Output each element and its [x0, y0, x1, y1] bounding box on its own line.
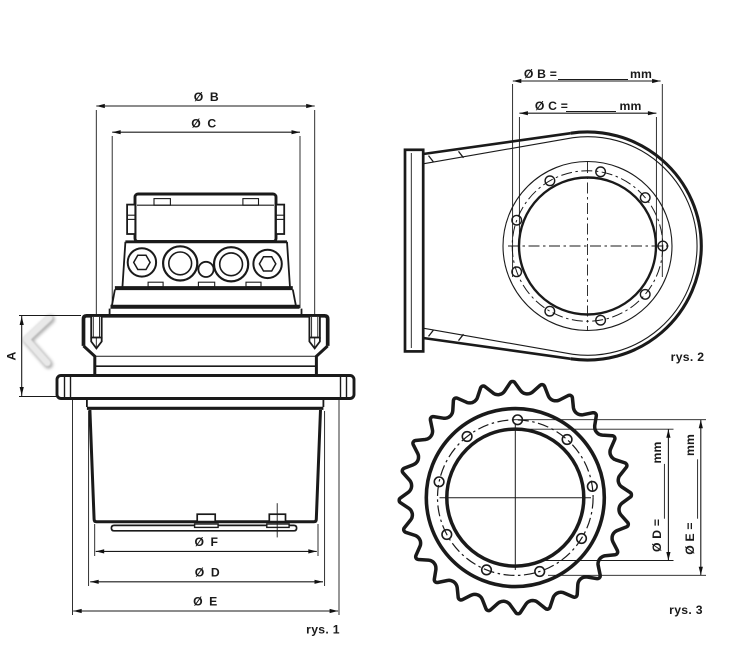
svg-text:rys. 2: rys. 2: [671, 350, 705, 364]
svg-text:mm: mm: [630, 67, 652, 81]
svg-text:Ø E: Ø E: [193, 595, 219, 609]
svg-text:Ø C: Ø C: [191, 116, 217, 130]
svg-text:mm: mm: [683, 434, 697, 456]
svg-text:A: A: [5, 351, 19, 360]
svg-text:Ø D: Ø D: [195, 565, 221, 579]
svg-text:Ø B =: Ø B =: [524, 67, 557, 81]
svg-text:Ø B: Ø B: [194, 90, 220, 104]
svg-text:Ø F: Ø F: [194, 535, 219, 549]
svg-text:mm: mm: [619, 99, 641, 113]
svg-text:Ø D =: Ø D =: [650, 519, 664, 552]
svg-text:mm: mm: [650, 441, 664, 463]
svg-text:rys. 1: rys. 1: [306, 623, 340, 637]
svg-text:Ø C =: Ø C =: [535, 99, 568, 113]
svg-text:rys. 3: rys. 3: [669, 603, 703, 617]
svg-text:Ø E =: Ø E =: [683, 522, 697, 555]
